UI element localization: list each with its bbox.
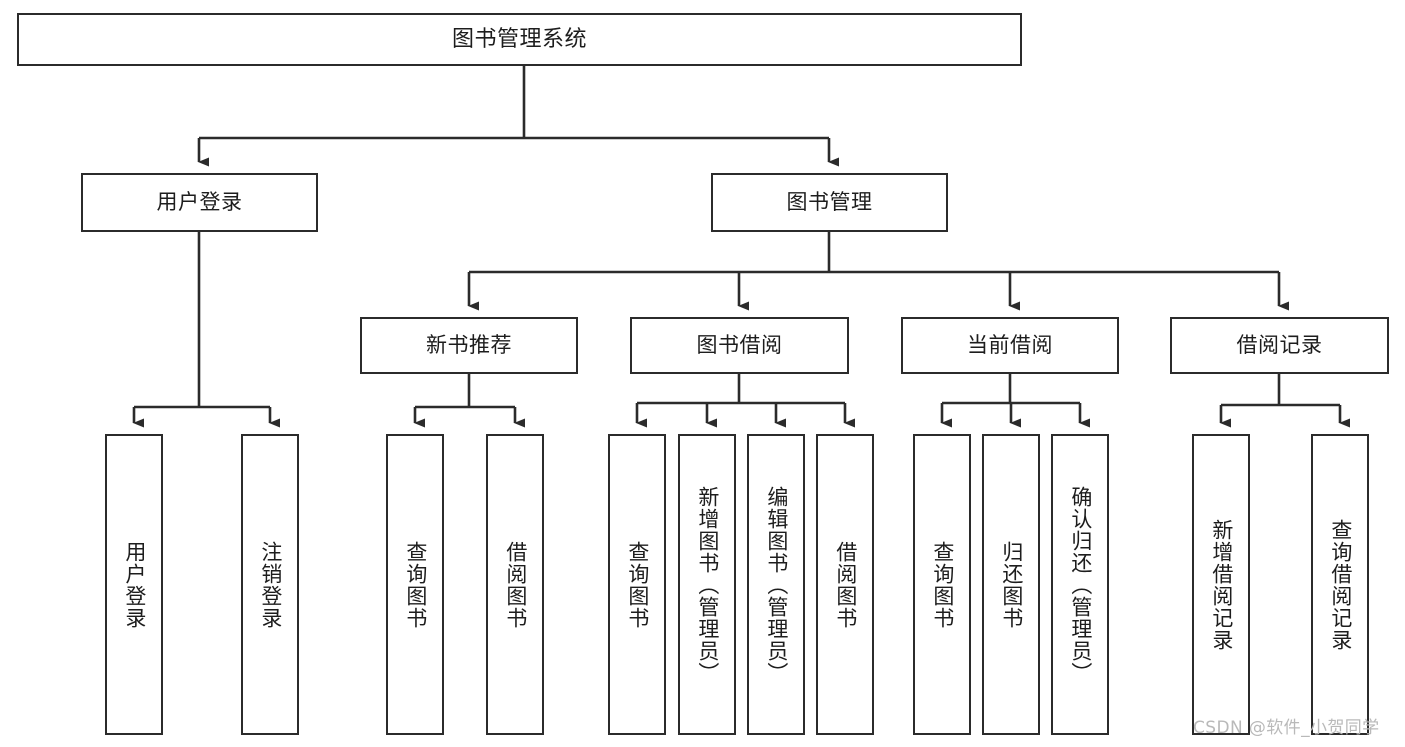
- node-borrow-records-label: 借阅记录: [1236, 333, 1323, 358]
- leaf-borrow-books-recommend-label: 借阅图书: [503, 540, 528, 629]
- leaf-return-books[interactable]: 归还图书: [982, 434, 1040, 735]
- leaf-borrow-books[interactable]: 借阅图书: [816, 434, 874, 735]
- leaf-user-login[interactable]: 用户登录: [105, 434, 163, 735]
- leaf-add-book-admin[interactable]: 新增图书（管理员）: [678, 434, 736, 735]
- leaf-add-borrow-record-label: 新增借阅记录: [1209, 518, 1234, 651]
- leaf-confirm-return-admin[interactable]: 确认归还（管理员）: [1051, 434, 1109, 735]
- leaf-logout[interactable]: 注销登录: [241, 434, 299, 735]
- leaf-query-books-recommend-label: 查询图书: [403, 540, 428, 629]
- leaf-add-book-admin-label: 新增图书（管理员）: [695, 485, 720, 684]
- node-current-borrow-label: 当前借阅: [967, 333, 1053, 358]
- leaf-logout-label: 注销登录: [258, 540, 283, 629]
- leaf-query-borrow-record[interactable]: 查询借阅记录: [1311, 434, 1369, 735]
- node-book-borrow-label: 图书借阅: [696, 333, 783, 358]
- node-user-login-label: 用户登录: [156, 190, 243, 215]
- node-book-management-label: 图书管理: [786, 190, 873, 215]
- leaf-return-books-label: 归还图书: [999, 540, 1024, 629]
- node-root[interactable]: 图书管理系统: [17, 13, 1022, 66]
- leaf-query-books-current[interactable]: 查询图书: [913, 434, 971, 735]
- leaf-confirm-return-admin-label: 确认归还（管理员）: [1068, 485, 1093, 684]
- leaf-edit-book-admin[interactable]: 编辑图书（管理员）: [747, 434, 805, 735]
- node-root-label: 图书管理系统: [451, 26, 587, 52]
- leaf-borrow-books-recommend[interactable]: 借阅图书: [486, 434, 544, 735]
- node-new-book-recommend[interactable]: 新书推荐: [360, 317, 578, 374]
- leaf-query-borrow-record-label: 查询借阅记录: [1328, 518, 1353, 651]
- leaf-query-books-borrow-label: 查询图书: [625, 540, 650, 629]
- leaf-borrow-books-label: 借阅图书: [833, 540, 858, 629]
- leaf-query-books-recommend[interactable]: 查询图书: [386, 434, 444, 735]
- leaf-user-login-label: 用户登录: [122, 540, 147, 629]
- leaf-edit-book-admin-label: 编辑图书（管理员）: [764, 485, 789, 684]
- csdn-watermark: CSDN @软件_小贺同学: [1193, 718, 1380, 738]
- node-borrow-records[interactable]: 借阅记录: [1170, 317, 1389, 374]
- node-new-book-recommend-label: 新书推荐: [426, 333, 512, 358]
- leaf-query-books-borrow[interactable]: 查询图书: [608, 434, 666, 735]
- node-book-borrow[interactable]: 图书借阅: [630, 317, 849, 374]
- node-current-borrow[interactable]: 当前借阅: [901, 317, 1119, 374]
- node-book-management[interactable]: 图书管理: [711, 173, 948, 232]
- leaf-add-borrow-record[interactable]: 新增借阅记录: [1192, 434, 1250, 735]
- leaf-query-books-current-label: 查询图书: [930, 540, 955, 629]
- node-user-login[interactable]: 用户登录: [81, 173, 318, 232]
